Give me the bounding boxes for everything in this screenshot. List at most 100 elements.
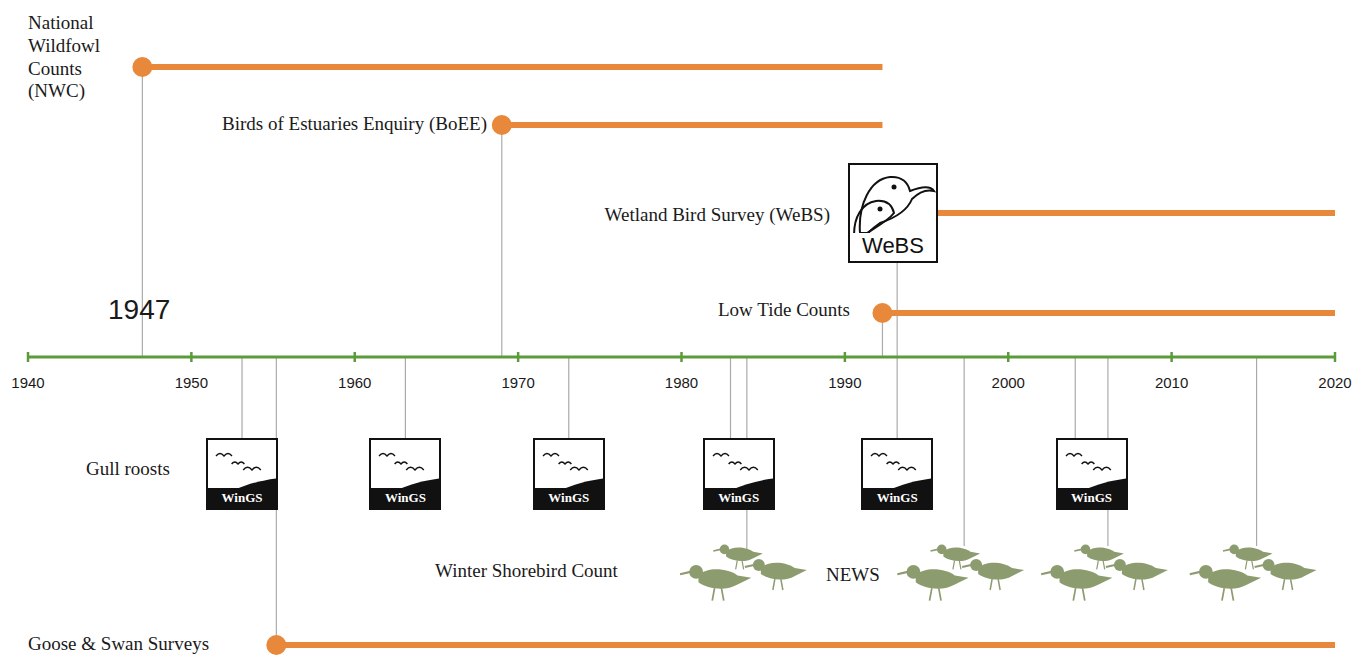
bird-legs — [990, 579, 1000, 590]
bird-beak — [1106, 565, 1115, 567]
gull-mark — [898, 467, 916, 470]
leader-line — [897, 357, 898, 438]
logo-text: WinGS — [863, 488, 931, 508]
bird-legs — [773, 579, 783, 590]
bird-body — [978, 563, 1024, 580]
gull-mark — [379, 454, 395, 457]
bird-body — [1236, 548, 1273, 562]
gull-mark — [570, 467, 588, 470]
gull-mark — [1066, 454, 1082, 457]
bird-beak — [1190, 572, 1200, 574]
bird-head — [720, 545, 730, 555]
year-label: 2000 — [992, 374, 1025, 392]
logo-text: WinGS — [371, 488, 439, 508]
bird-legs — [736, 561, 744, 570]
logo-text: WinGS — [705, 488, 773, 508]
gull-mark — [243, 467, 261, 470]
bird-head — [753, 559, 765, 571]
shorebird-icon — [1041, 565, 1112, 601]
survey-label: 1947 — [108, 293, 170, 327]
shorebird-icon — [1190, 565, 1261, 601]
curlew-head — [860, 177, 934, 233]
bird-body — [698, 569, 751, 588]
bird-legs — [1097, 561, 1105, 570]
leader-line — [730, 357, 731, 438]
bird-head — [1081, 545, 1091, 555]
axis-tick — [844, 352, 847, 362]
year-label: 2010 — [1155, 374, 1188, 392]
bird-legs — [1073, 588, 1085, 601]
survey-bar — [142, 64, 882, 70]
shorebird-icon — [1255, 559, 1317, 590]
wings-logo: WinGS — [369, 438, 441, 510]
survey-label: National Wildfowl Counts (NWC) — [28, 12, 132, 103]
leader-line — [1256, 357, 1257, 546]
bird-body — [1060, 569, 1113, 588]
survey-bar — [882, 310, 1335, 316]
bird-legs — [1283, 579, 1293, 590]
bird-beak — [897, 572, 907, 574]
bird-head — [1114, 559, 1126, 571]
year-label: 1950 — [175, 374, 208, 392]
logo-text: WeBS — [850, 233, 936, 259]
survey-label: Gull roosts — [86, 458, 170, 481]
year-label: 1990 — [828, 374, 861, 392]
bird-legs — [1222, 588, 1234, 601]
axis-tick — [1007, 352, 1010, 362]
bird-body — [1122, 563, 1168, 580]
bird-head — [1263, 559, 1275, 571]
bird-body — [1087, 548, 1124, 562]
bird-beak — [931, 549, 938, 551]
gull-mark — [871, 454, 887, 457]
start-dot — [266, 635, 286, 655]
survey-label: Wetland Bird Survey (WeBS) — [605, 204, 830, 227]
bird-head — [1229, 545, 1239, 555]
year-label: 1970 — [501, 374, 534, 392]
year-label: 2020 — [1318, 374, 1351, 392]
bird-beak — [1074, 549, 1081, 551]
bird-head — [937, 545, 947, 555]
bird-legs — [953, 561, 961, 570]
bird-body — [1208, 569, 1261, 588]
gull-mark — [543, 454, 559, 457]
wings-logo: WinGS — [1056, 438, 1128, 510]
survey-bar — [502, 122, 883, 128]
gull-mark — [713, 454, 729, 457]
bird-head — [1050, 565, 1064, 579]
leader-line — [501, 125, 502, 357]
bird-beak — [713, 549, 720, 551]
leader-line — [897, 262, 898, 357]
shorebird-icon — [745, 559, 807, 590]
leader-line — [405, 357, 406, 438]
bird-beak — [745, 565, 754, 567]
start-dot — [872, 303, 892, 323]
gull-mark — [395, 462, 408, 464]
leader-line — [241, 357, 242, 438]
year-label: 1940 — [11, 374, 44, 392]
leader-line — [1075, 357, 1076, 438]
bird-beak — [1041, 572, 1051, 574]
bird-legs — [930, 588, 942, 601]
bird-body — [761, 563, 807, 580]
bird-legs — [1134, 579, 1144, 590]
logo-text: WinGS — [535, 488, 603, 508]
survey-label: Birds of Estuaries Enquiry (BoEE) — [222, 113, 487, 136]
gull-mark — [407, 467, 425, 470]
bird-beak — [680, 572, 690, 574]
bird-legs — [1245, 561, 1253, 570]
bird-body — [943, 548, 980, 562]
axis-tick — [190, 352, 193, 362]
gull-mark — [740, 467, 758, 470]
shorebird-icon — [962, 559, 1024, 590]
bird-beak — [962, 565, 971, 567]
leader-line — [964, 357, 965, 546]
axis-tick — [1170, 352, 1173, 362]
gull-mark — [1081, 462, 1094, 464]
logo-text: WinGS — [208, 488, 276, 508]
gull-mark — [728, 462, 741, 464]
wings-logo: WinGS — [703, 438, 775, 510]
bird-head — [689, 565, 703, 579]
shorebird-icon — [897, 565, 968, 601]
survey-bar — [276, 642, 1335, 648]
